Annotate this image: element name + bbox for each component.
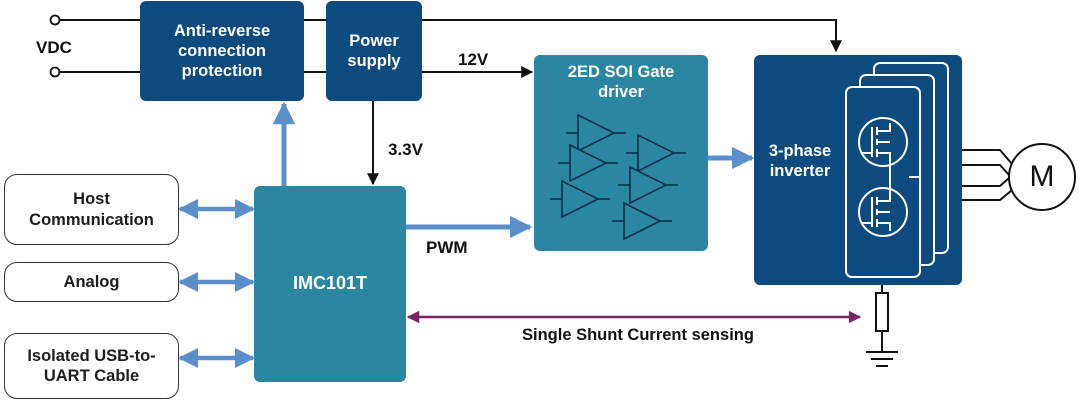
buffer-amplifier-icon	[612, 201, 672, 241]
driver-amplifiers	[550, 113, 686, 241]
current-sensing-label: Single Shunt Current sensing	[522, 326, 754, 344]
gate-driver-block: 2ED SOI Gate driver	[534, 55, 708, 251]
dc-bus-wire	[422, 19, 842, 53]
vdc-label: VDC	[36, 38, 72, 57]
usb-uart-cable-block: Isolated USB-to- UART Cable	[4, 333, 179, 399]
mosfet-icon	[858, 117, 908, 167]
rail-12v-label: 12V	[458, 50, 489, 69]
buffer-amplifier-icon	[626, 133, 686, 173]
mosfet-icon	[858, 187, 908, 237]
buffer-amplifier-icon	[618, 165, 678, 205]
inverter-label: 3-phase inverter	[768, 141, 832, 180]
terminal-icon	[49, 14, 61, 26]
terminal-icon	[49, 66, 61, 78]
buffer-amplifier-icon	[558, 143, 618, 183]
buffer-amplifier-icon	[566, 113, 626, 153]
controller-block: IMC101T	[254, 186, 406, 382]
pwm-label: PWM	[426, 238, 468, 257]
inverter-block: 3-phase inverter	[754, 55, 962, 285]
motor-symbol: M	[1008, 143, 1076, 211]
buffer-amplifier-icon	[550, 179, 610, 219]
motor-phase-wires	[962, 149, 1013, 201]
host-communication-block: Host Communication	[4, 174, 179, 245]
anti-reverse-protection-block: Anti-reverse connection protection	[140, 1, 304, 101]
ground-icon	[866, 351, 898, 367]
inverter-legs	[845, 62, 949, 278]
power-supply-block: Power supply	[326, 1, 422, 101]
gate-driver-label: 2ED SOI Gate driver	[567, 62, 675, 101]
analog-block: Analog	[4, 262, 179, 302]
shunt-resistor-icon	[875, 285, 889, 352]
rail-3v3-label: 3.3V	[388, 140, 423, 159]
